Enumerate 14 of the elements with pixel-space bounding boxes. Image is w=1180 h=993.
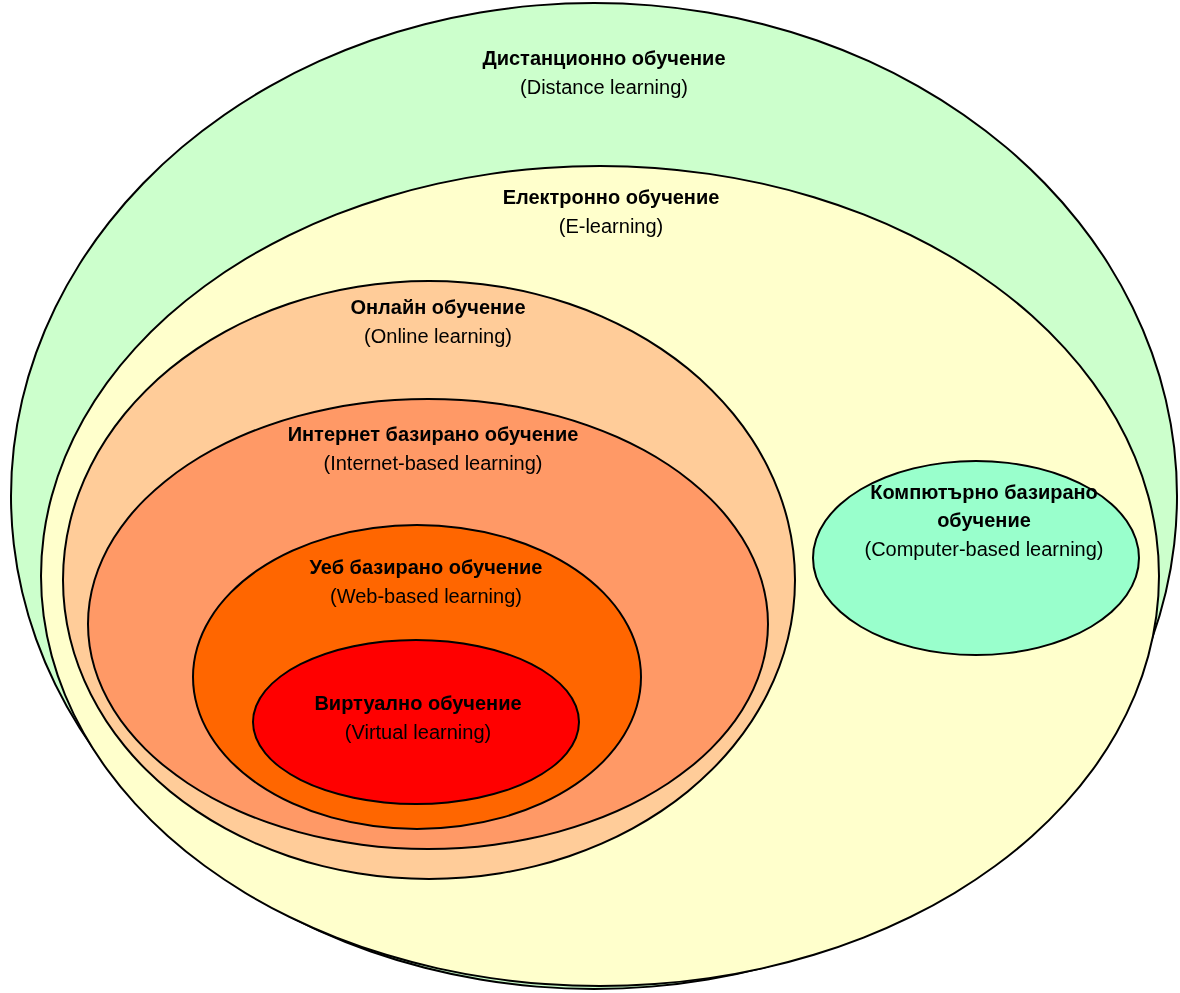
region-subtitle: (Computer-based learning) — [864, 537, 1104, 562]
region-heading: Електронно обучение — [502, 185, 720, 210]
region-subtitle: (Distance learning) — [520, 75, 688, 100]
region-heading: Интернет базирано обучение — [287, 422, 579, 447]
region-heading: Виртуално обучение — [314, 691, 522, 716]
region-subtitle: (Internet-based learning) — [323, 451, 543, 476]
region-heading: Уеб базирано обучение — [309, 555, 543, 580]
region-heading: Онлайн обучение — [350, 295, 526, 320]
region-subtitle: (E-learning) — [558, 214, 664, 239]
region-heading: Дистанционно обучение — [482, 46, 726, 71]
region-heading: Компютърно базирано обучение — [869, 480, 1099, 533]
region-subtitle: (Web-based learning) — [330, 584, 522, 609]
region-subtitle: (Online learning) — [364, 324, 512, 349]
region-subtitle: (Virtual learning) — [344, 720, 492, 745]
